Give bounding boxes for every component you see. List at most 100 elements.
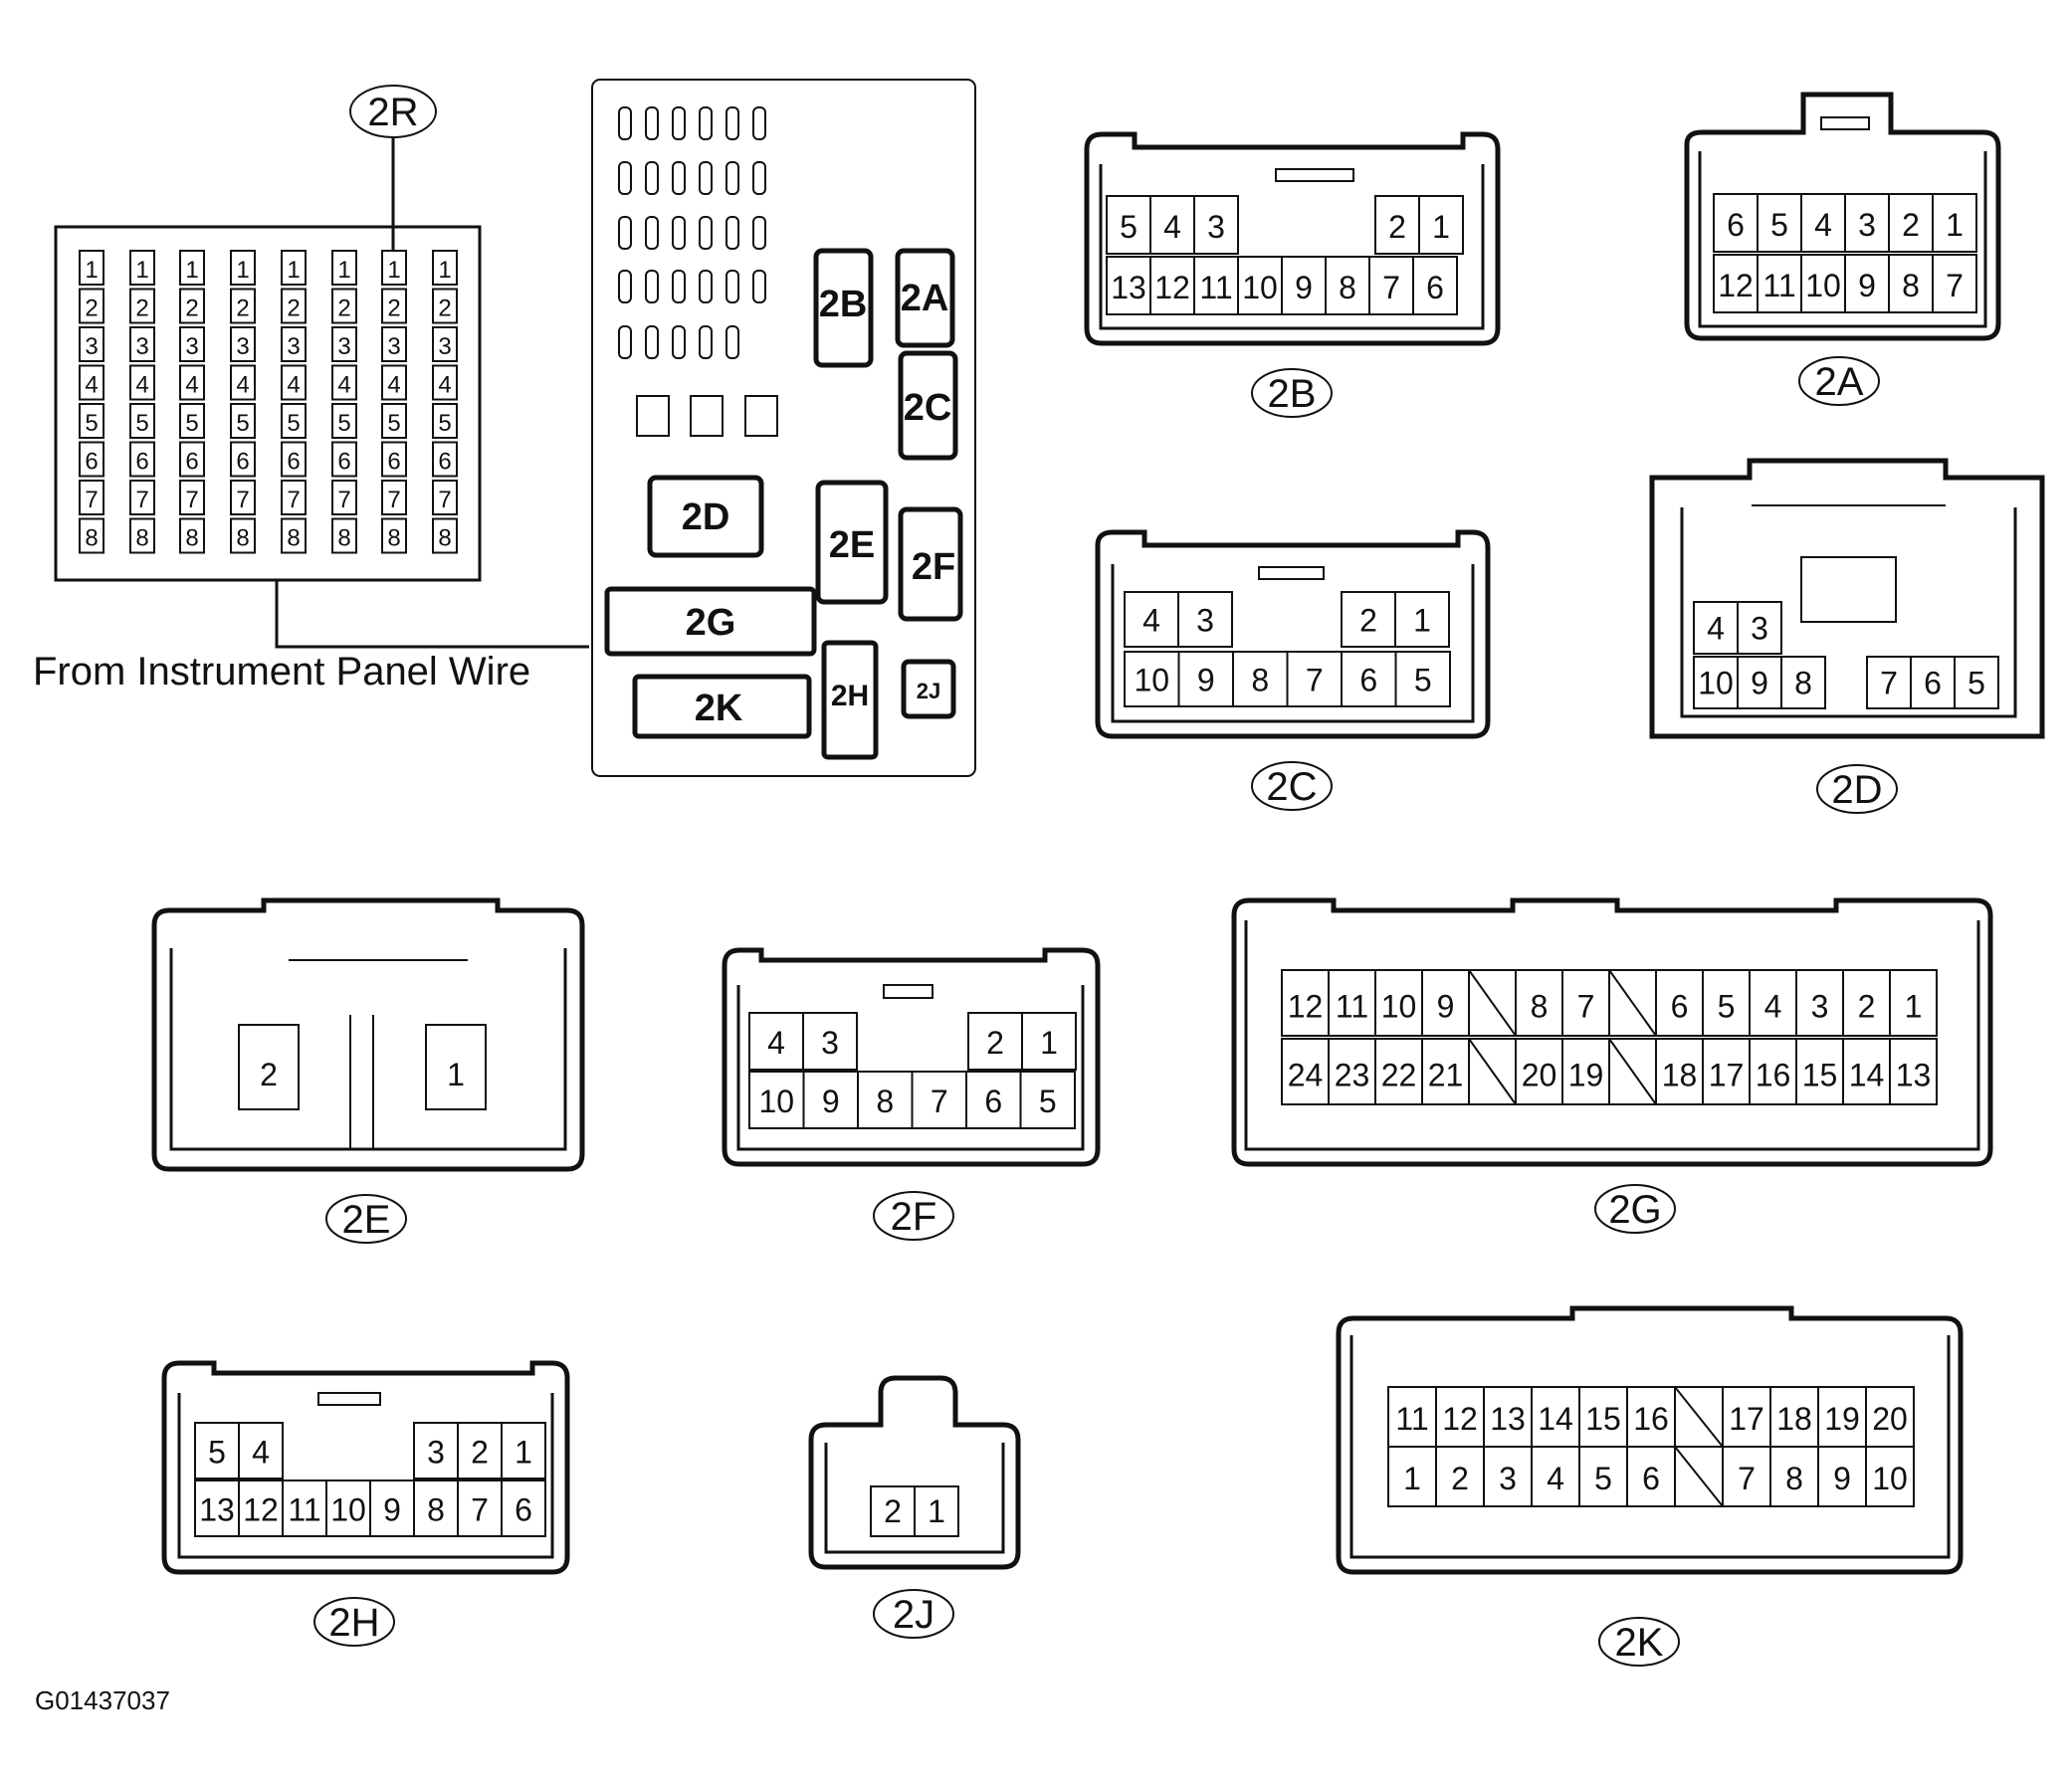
pin-label: 11 xyxy=(1336,989,1368,1025)
pin-cell xyxy=(238,1422,284,1480)
pin-label: 2 xyxy=(1902,207,1920,243)
pin-label: 8 xyxy=(1531,989,1549,1025)
pin-label: 3 xyxy=(821,1025,839,1061)
pin-label: 3 xyxy=(337,333,350,360)
pin-cell xyxy=(331,326,357,362)
housing-inner xyxy=(1099,164,1485,330)
pin-cell xyxy=(331,250,357,286)
pin-label: 5 xyxy=(287,410,300,437)
pin-label: 2 xyxy=(85,296,98,322)
pin-label: 2 xyxy=(986,1025,1004,1061)
pin-cell xyxy=(381,326,407,362)
pin-label: 4 xyxy=(185,372,198,399)
pin-label: 20 xyxy=(1522,1058,1557,1093)
pin-cell xyxy=(501,1422,546,1480)
pin-cell xyxy=(432,288,458,324)
housing-outline xyxy=(1684,92,2001,341)
pin-label: 1 xyxy=(85,257,98,284)
pin-label: 12 xyxy=(243,1491,279,1527)
housing-outline xyxy=(722,947,1101,1167)
pin-label: 23 xyxy=(1335,1058,1370,1093)
fuse-slot xyxy=(645,106,659,140)
fuse-slot xyxy=(672,106,686,140)
housing-inner xyxy=(1244,920,1980,1151)
fuse-slot xyxy=(752,161,766,195)
fuse-slot xyxy=(752,106,766,140)
pin-label: 12 xyxy=(1718,268,1754,303)
fuse-slot xyxy=(725,216,739,250)
pin-label: 4 xyxy=(1707,610,1725,646)
pin-label: 8 xyxy=(1785,1461,1803,1496)
pin-cell xyxy=(331,288,357,324)
pin-label: 1 xyxy=(1946,207,1964,243)
pin-label: 3 xyxy=(1196,603,1214,639)
pin-label: 2 xyxy=(135,296,148,322)
fuse-slot xyxy=(699,106,713,140)
pin-label: 7 xyxy=(387,487,400,513)
fuse-slot xyxy=(618,161,632,195)
pin-label: 22 xyxy=(1381,1058,1417,1093)
pin-cell xyxy=(331,441,357,478)
housing-outline xyxy=(1336,1305,1964,1575)
block-label-2b: 2B xyxy=(819,284,868,325)
pin-label: 11 xyxy=(288,1491,320,1527)
pin-cell xyxy=(432,250,458,286)
pin-cell xyxy=(230,288,256,324)
pin-label: 8 xyxy=(185,525,198,552)
pin-label: 9 xyxy=(1437,989,1455,1025)
pin-cell xyxy=(238,1024,300,1110)
pin-cell xyxy=(381,403,407,439)
fuse-slot xyxy=(645,325,659,359)
block-socket-2j xyxy=(901,659,956,719)
housing-detail xyxy=(317,1392,381,1406)
pin-label: 3 xyxy=(185,333,198,360)
pin-cell xyxy=(281,480,307,515)
pin-label: 17 xyxy=(1709,1058,1745,1093)
pin-cell xyxy=(432,364,458,401)
pin-label: 13 xyxy=(1896,1058,1932,1093)
pin-label: 11 xyxy=(1199,270,1232,305)
pin-label: 2 xyxy=(471,1434,489,1470)
housing-inner xyxy=(1698,151,1987,328)
pin-cell xyxy=(331,480,357,515)
pin-label: 8 xyxy=(1251,663,1269,698)
housing-outline xyxy=(1649,458,2045,739)
pin-cell xyxy=(1932,193,1977,253)
pin-cell xyxy=(1737,601,1782,655)
pin-label: 10 xyxy=(1134,663,1169,698)
block-label-2d: 2D xyxy=(682,496,730,538)
pin-label: 7 xyxy=(1946,268,1964,303)
pin-label: 9 xyxy=(1295,270,1313,305)
pin-cell xyxy=(432,517,458,554)
fuse-slot xyxy=(618,216,632,250)
pin-label: 1 xyxy=(1413,603,1431,639)
housing-detail xyxy=(1275,168,1354,182)
pin-label: 5 xyxy=(1968,665,1985,700)
pin-label: 6 xyxy=(1426,270,1444,305)
pin-label: 5 xyxy=(85,410,98,437)
pin-cell xyxy=(802,1012,858,1071)
pin-cell xyxy=(1394,591,1450,648)
pin-label: 16 xyxy=(1633,1401,1669,1437)
housing-inner xyxy=(1680,507,2017,718)
pin-label: 18 xyxy=(1776,1401,1812,1437)
block-socket-2b xyxy=(813,248,874,368)
connector-tag-oval xyxy=(873,1589,954,1639)
pin-label: 9 xyxy=(1197,663,1215,698)
pin-label: 8 xyxy=(135,525,148,552)
pin-cell xyxy=(129,288,155,324)
block-label-2e: 2E xyxy=(829,524,875,566)
housing-detail xyxy=(1820,116,1870,130)
pin-cell xyxy=(79,364,104,401)
pin-label: 8 xyxy=(387,525,400,552)
pin-label: 2 xyxy=(260,1057,278,1092)
block-label-2c: 2C xyxy=(904,387,952,429)
block-socket-2f xyxy=(898,506,963,622)
pin-label: 3 xyxy=(1207,209,1225,245)
pin-label: 8 xyxy=(337,525,350,552)
